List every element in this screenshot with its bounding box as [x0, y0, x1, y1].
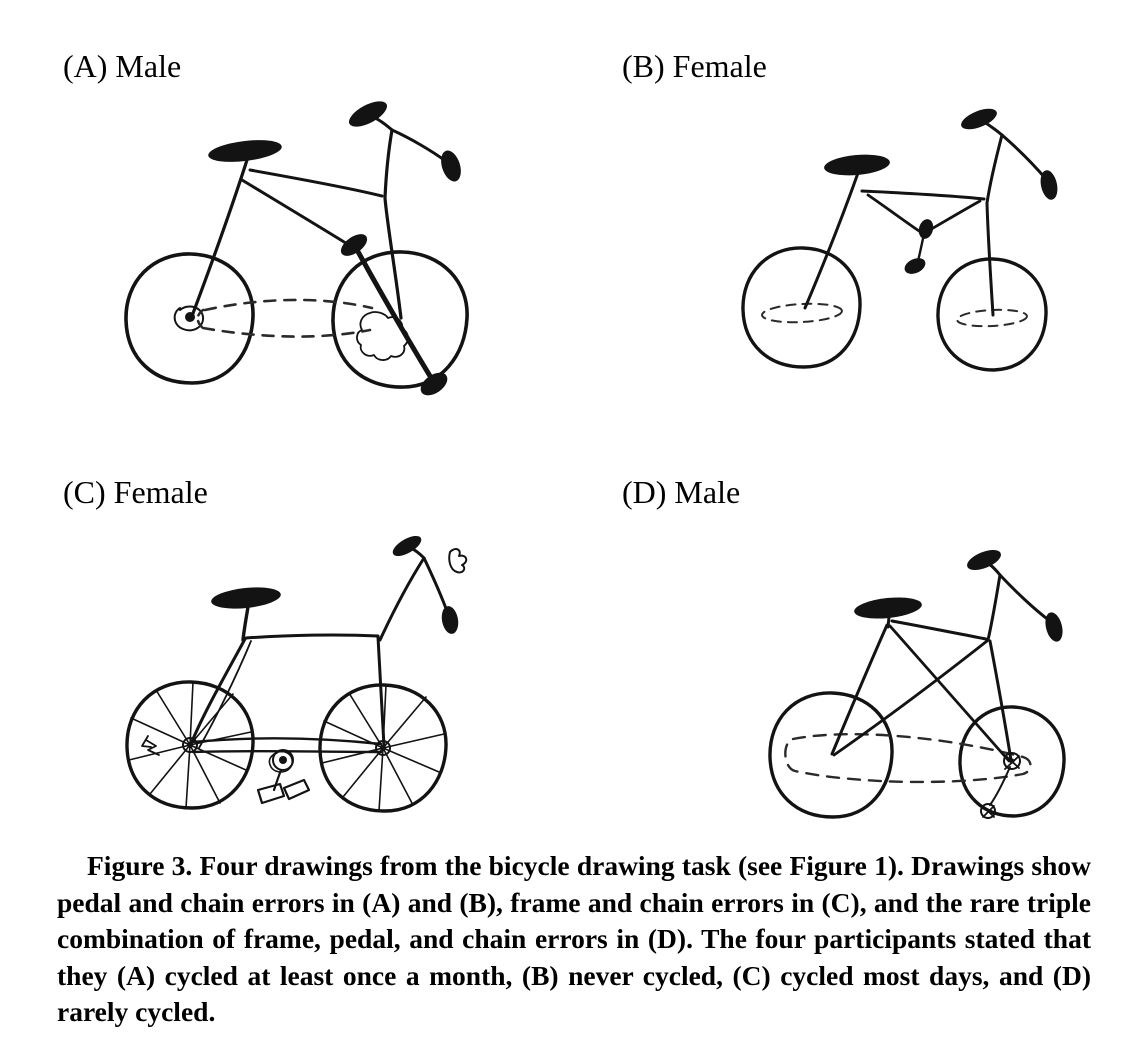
pedals [258, 750, 309, 803]
front-wheel [960, 707, 1064, 816]
seat [805, 154, 890, 308]
front-spokes [322, 685, 444, 811]
frame [862, 135, 1002, 315]
figure-caption: Figure 3. Four drawings from the bicycle… [57, 848, 1091, 1031]
bicycle-drawing-b [672, 108, 1058, 403]
chain [198, 300, 372, 337]
handlebars [967, 549, 1063, 642]
pedals [340, 234, 448, 396]
rear-spokes [129, 682, 251, 808]
bicycle-drawing-c [98, 535, 548, 852]
panel-d-label: (D) Male [622, 474, 741, 510]
bicycle-drawing-d [735, 549, 1115, 853]
handlebars [348, 101, 461, 182]
rear-wheel [743, 248, 860, 367]
figure-caption-text: Four drawings from the bicycle drawing t… [57, 850, 1092, 1028]
rear-wheel [127, 682, 253, 808]
chain [785, 734, 1030, 782]
handlebars [380, 535, 466, 640]
rear-wheel [126, 254, 253, 383]
panel-b-label: (B) Female [622, 48, 767, 84]
figure-caption-label: Figure 3. [87, 850, 193, 881]
pedals [981, 753, 1020, 818]
frame [832, 621, 1011, 761]
front-wheel [333, 252, 467, 387]
front-wheel [320, 685, 446, 811]
pedals [904, 219, 934, 274]
panel-c-label: (C) Female [63, 474, 208, 510]
rear-wheel [770, 693, 892, 817]
panel-a-label: (A) Male [63, 48, 182, 84]
seat [854, 597, 922, 627]
handlebars [961, 108, 1058, 200]
seat [211, 587, 281, 640]
frame [191, 635, 384, 748]
bicycle-drawing-a [70, 101, 530, 396]
seat [192, 140, 282, 316]
